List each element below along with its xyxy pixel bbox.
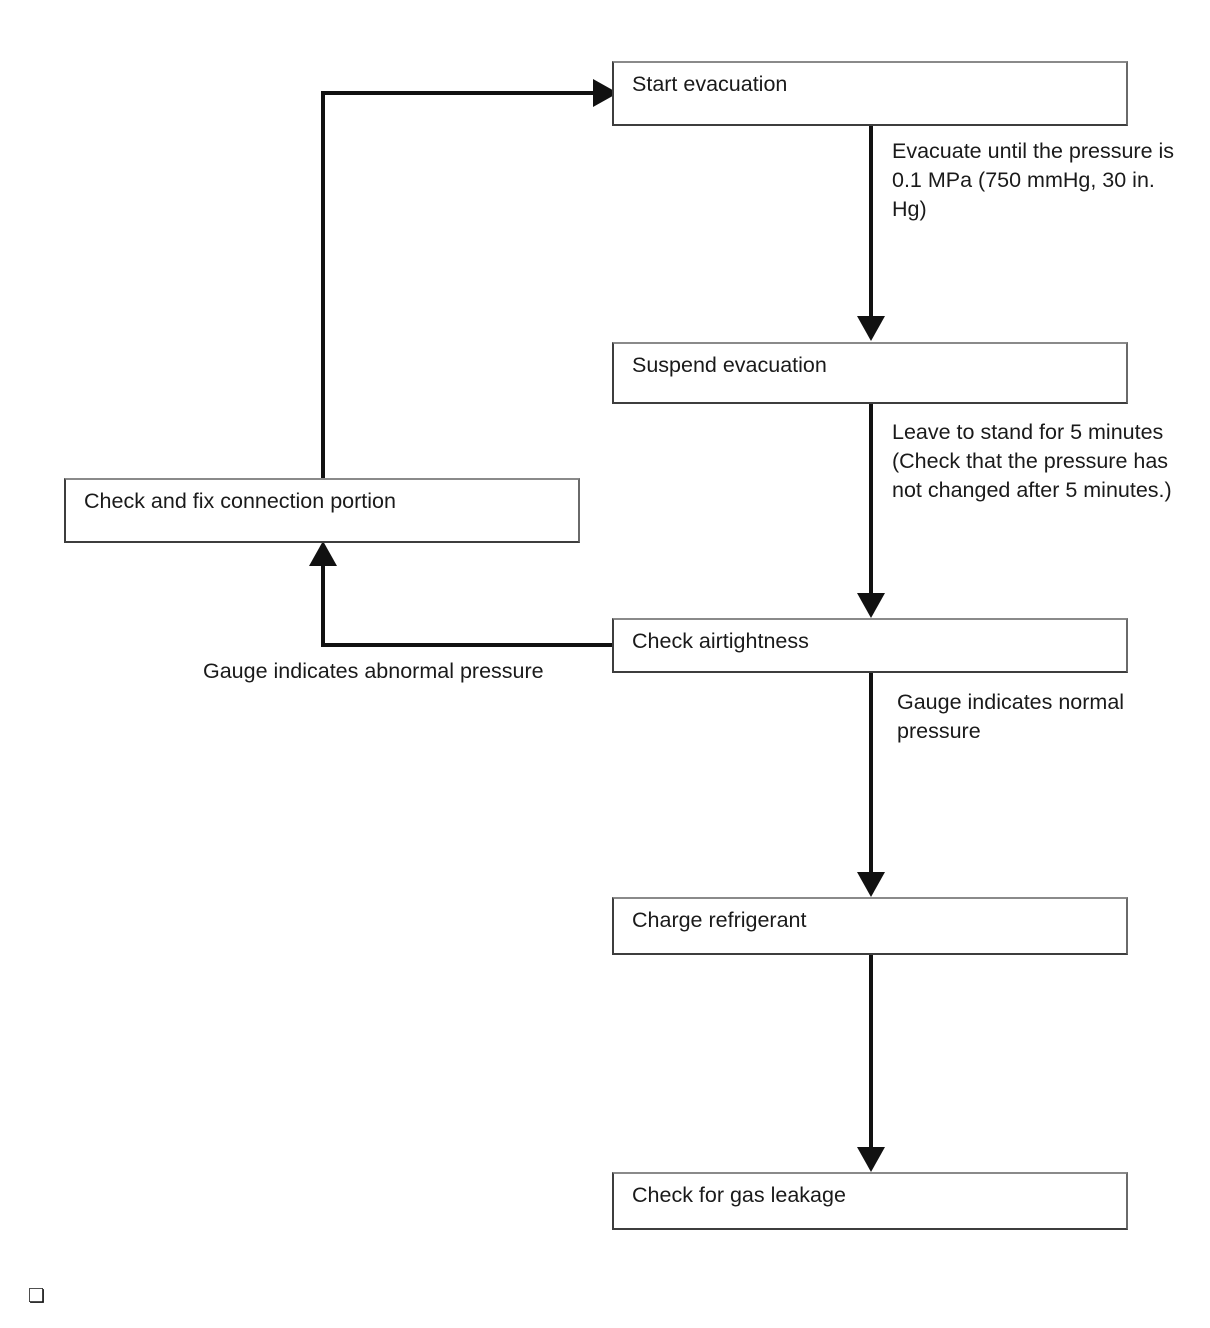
node-label-check-airtightness: Check airtightness xyxy=(632,629,809,653)
node-label-charge-refrigerant: Charge refrigerant xyxy=(632,908,807,932)
node-suspend-evacuation[interactable]: Suspend evacuation xyxy=(612,342,1128,404)
edge-label-gauge-indicates-normal-pressure: Gauge indicates normal pressure xyxy=(897,690,1125,743)
node-label-check-for-gas-leakage: Check for gas leakage xyxy=(632,1183,846,1207)
node-check-airtightness[interactable]: Check airtightness xyxy=(612,618,1128,673)
node-check-for-gas-leakage[interactable]: Check for gas leakage xyxy=(612,1172,1128,1230)
edge-label-leave-to-stand-5-minutes: Leave to stand for 5 minutes (Check that… xyxy=(892,420,1172,502)
node-charge-refrigerant[interactable]: Charge refrigerant xyxy=(612,897,1128,955)
node-label-check-and-fix-connection-portion: Check and fix connection portion xyxy=(84,489,396,513)
edge-label-gauge-indicates-abnormal-pressure: Gauge indicates abnormal pressure xyxy=(203,659,544,683)
edge-charge-to-gas-leakage xyxy=(857,955,885,1172)
edge-label-evacuate-until-pressure: Evacuate until the pressure is 0.1 MPa (… xyxy=(892,139,1175,221)
node-label-start-evacuation: Start evacuation xyxy=(632,72,788,96)
node-check-and-fix-connection-portion[interactable]: Check and fix connection portion xyxy=(64,478,580,543)
edge-check-and-fix-to-start xyxy=(321,79,618,478)
edge-airtightness-to-charge xyxy=(857,673,885,897)
edge-airtightness-to-check-and-fix xyxy=(309,541,612,647)
node-start-evacuation[interactable]: Start evacuation xyxy=(612,61,1128,126)
node-label-suspend-evacuation: Suspend evacuation xyxy=(632,353,827,377)
page-mark-icon: ❏ xyxy=(28,1286,46,1307)
edge-suspend-to-airtightness xyxy=(857,404,885,618)
edge-start-to-suspend xyxy=(857,126,885,341)
